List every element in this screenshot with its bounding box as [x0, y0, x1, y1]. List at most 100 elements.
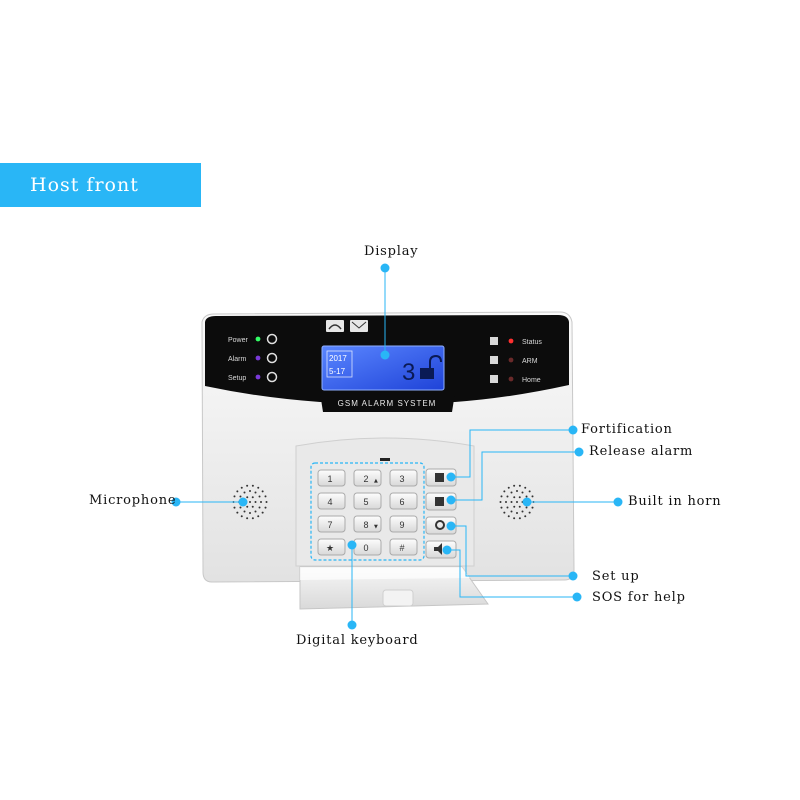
svg-text:8: 8: [363, 520, 368, 530]
grille-hole: [239, 495, 242, 498]
callout-lines: [176, 268, 618, 625]
grille-hole: [257, 515, 260, 518]
grille-hole: [524, 515, 527, 518]
grille-hole: [246, 484, 249, 487]
grille-hole: [499, 501, 502, 503]
grille-hole: [510, 491, 513, 494]
grille-hole: [507, 515, 510, 518]
grille-hole: [500, 506, 503, 509]
keypad-key[interactable]: ★: [317, 538, 346, 556]
callout-microphone: Microphone: [89, 493, 177, 508]
keypad-key[interactable]: 2▲: [353, 469, 382, 487]
svg-text:0: 0: [363, 543, 368, 553]
grille-hole: [258, 495, 261, 498]
keypad-recess: [295, 437, 475, 567]
grille-hole: [506, 495, 509, 498]
grille-hole: [513, 505, 516, 508]
grille-hole: [503, 490, 506, 493]
grille-hole: [254, 491, 257, 494]
grille-hole: [524, 486, 527, 489]
svg-text:7: 7: [327, 520, 332, 530]
indicator-led: [508, 338, 514, 344]
keypad-key[interactable]: 6: [389, 492, 418, 510]
grille-hole: [518, 496, 521, 499]
grille-hole: [525, 495, 528, 498]
grille-hole: [240, 515, 243, 518]
grille-hole: [264, 495, 267, 498]
indicator-label: Setup: [228, 375, 246, 382]
sms-icon: [350, 320, 368, 332]
grille-hole: [507, 486, 510, 489]
grille-hole: [251, 484, 254, 487]
svg-text:3: 3: [399, 474, 404, 484]
grille-hole: [249, 501, 251, 503]
grille-hole: [238, 501, 240, 503]
svg-text:4: 4: [327, 497, 332, 507]
keypad-key[interactable]: 9: [389, 515, 418, 533]
stand-clip: [382, 589, 414, 607]
svg-text:1: 1: [327, 474, 332, 484]
lcd-line2: 5-17: [329, 367, 346, 376]
keypad-key[interactable]: 1: [317, 469, 346, 487]
grille-hole: [510, 501, 513, 503]
grille-hole: [532, 501, 535, 503]
keypad-key[interactable]: #: [389, 538, 418, 556]
grille-hole: [521, 491, 524, 494]
function-keys: [425, 468, 457, 559]
grille-hole: [239, 506, 242, 509]
keypad-key[interactable]: 5: [353, 492, 382, 510]
grille-hole: [261, 511, 264, 514]
indicator-led: [508, 376, 514, 382]
grille-hole: [232, 501, 235, 503]
indicator-icon: [490, 356, 498, 364]
grille-hole: [518, 484, 521, 487]
indicator-icon: [266, 371, 278, 383]
grille-hole: [251, 496, 254, 499]
indicator-label: ARM: [522, 358, 538, 365]
grille-hole: [246, 505, 249, 508]
grille-hole: [251, 505, 254, 508]
keypad-key[interactable]: 3: [389, 469, 418, 487]
grille-hole: [513, 517, 516, 520]
grille-hole: [246, 517, 249, 520]
grille-hole: [233, 506, 236, 509]
indicator-led: [255, 355, 261, 361]
grille-hole: [516, 490, 518, 492]
lock-icon: [420, 368, 434, 379]
grille-hole: [521, 510, 524, 513]
grille-hole: [506, 506, 509, 509]
grille-hole: [503, 511, 506, 514]
stand: [299, 566, 489, 610]
svg-text:★: ★: [326, 543, 334, 553]
top-panel: [205, 315, 569, 402]
grille-hole: [243, 501, 246, 503]
grille-hole: [528, 490, 531, 493]
callout-fortification: Fortification: [581, 422, 673, 437]
grille-hole: [516, 501, 518, 503]
horn-grille: [499, 484, 535, 520]
grille-hole: [249, 512, 251, 514]
grille-hole: [251, 517, 254, 520]
indicator-label: Home: [522, 377, 541, 384]
keypad-key[interactable]: 8▼: [353, 515, 382, 533]
grille-hole: [513, 496, 516, 499]
indicator-icon: [490, 337, 498, 345]
release-alarm-key: [425, 492, 457, 511]
indicator-led: [508, 357, 514, 363]
grille-hole: [527, 501, 529, 503]
keypad-highlight: [310, 462, 425, 561]
keypad-key[interactable]: 4: [317, 492, 346, 510]
indicator-label: Power: [228, 337, 249, 344]
grille-hole: [505, 501, 507, 503]
lcd-digit: 3: [402, 359, 415, 386]
indicator-led: [255, 336, 261, 342]
keypad-led: [380, 458, 390, 461]
sos-key: [425, 540, 457, 559]
device-body: [201, 311, 575, 583]
grille-hole: [249, 490, 251, 492]
callout-sos: SOS for help: [592, 590, 686, 605]
keypad-key[interactable]: 7: [317, 515, 346, 533]
keypad-key[interactable]: 0: [353, 538, 382, 556]
indicator-led: [255, 374, 261, 380]
